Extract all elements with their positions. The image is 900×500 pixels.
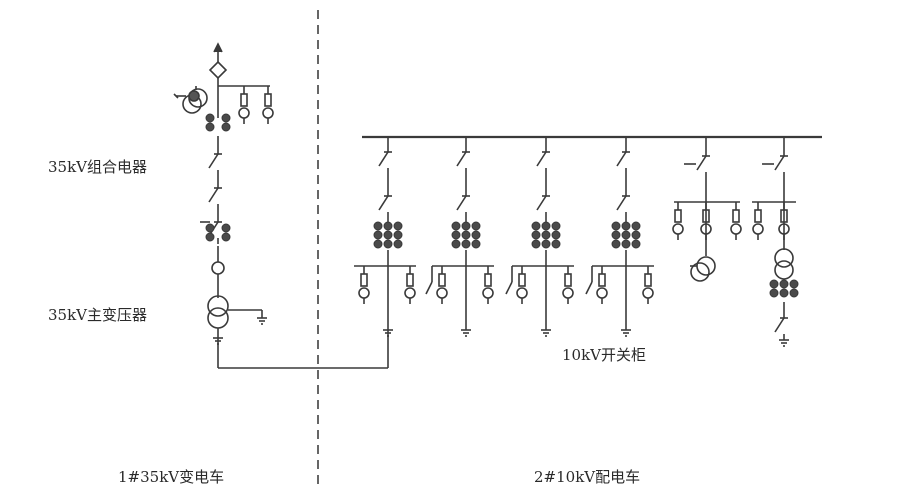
substation-35kv-section [173,42,318,369]
current-transformer-stack [531,221,561,249]
surge-arrester [482,266,494,304]
disconnect-switch-2-icon [208,182,222,210]
ct-upper-stack-icon [205,113,231,132]
feeder-5 [672,137,742,282]
feeder-2 [425,137,494,337]
pt-arrow-icon [173,93,179,99]
earthing-switch-icon [585,266,593,295]
label-35kv-combined-apparatus: 35kV组合电器 [48,158,148,176]
disconnect-switch [456,190,470,218]
disconnect-switch [456,146,470,174]
surge-arrester [436,266,448,304]
label-35kv-main-transformer: 35kV主变压器 [48,306,148,324]
disconnect-switch [616,190,630,218]
surge-arrester [516,266,528,304]
ground-icon [213,337,223,345]
surge-arrester [730,202,742,240]
arrester-icon [238,86,250,124]
voltage-transformer-icon [182,88,208,114]
surge-arrester [404,266,416,304]
surge-arrester [596,266,608,304]
disconnect-switch [774,312,788,340]
earthing-switch-icon [425,266,433,295]
disconnect-switch [536,146,550,174]
surge-arrester [358,266,370,304]
disconnect-switch [616,146,630,174]
current-transformer-stack [373,221,403,249]
cable-terminal-circle-icon [211,261,225,275]
arrester-icon [262,86,274,124]
ground-icon [541,329,551,337]
disconnect-switch [774,150,788,178]
surge-arrester [752,202,764,240]
main-transformer-icon [207,295,229,329]
label-1-35kv-substation-vehicle: 1#35kV变电车 [118,468,225,486]
label-2-10kv-distribution-vehicle: 2#10kV配电车 [534,468,641,486]
ground-icon [383,329,393,337]
current-transformer-stack [451,221,481,249]
label-10kv-switchgear: 10kV开关柜 [562,346,647,364]
current-transformer-stack [611,221,641,249]
earthing-switch-icon [505,266,513,295]
surge-arrester [700,202,712,240]
feeder-3 [505,137,574,337]
ground-icon [779,339,789,347]
cable-terminal-diamond-icon [208,60,228,80]
disconnect-switch [378,146,392,174]
disconnect-switch-1-icon [208,148,222,176]
ground-icon [461,329,471,337]
disconnect-switch [696,150,710,178]
disconnect-switch [378,190,392,218]
surge-arrester [642,266,654,304]
surge-arrester [672,202,684,240]
distribution-10kv-section [318,135,822,369]
feeder-4 [585,137,654,337]
disconnect-switch [536,190,550,218]
feeder-6 [752,137,799,347]
surge-arrester [562,266,574,304]
ct-lower-stack-icon [205,223,231,242]
feeder-1 [354,137,416,337]
neutral-ground-icon [257,317,267,325]
ground-icon [621,329,631,337]
current-transformer-stack [769,279,799,298]
surge-arrester [778,202,790,240]
